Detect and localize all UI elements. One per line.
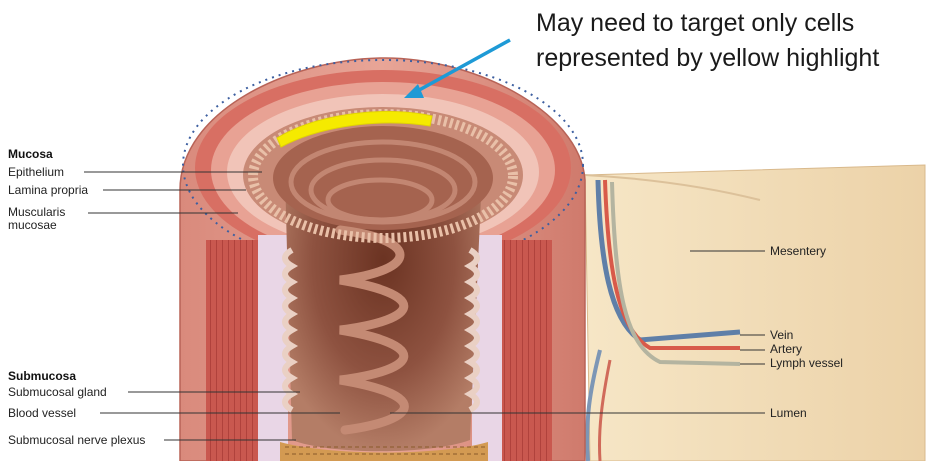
submucosa-header: Submucosa [8,369,76,383]
mucosa-header: Mucosa [8,147,53,161]
lumen-label: Lumen [770,407,807,420]
artery-label: Artery [770,343,802,356]
submucosa-left [258,235,288,461]
blood-vessel-label: Blood vessel [8,407,76,420]
callout-line-2: represented by yellow highlight [536,41,879,76]
callout-line-1: May need to target only cells [536,6,879,41]
mesentery-label: Mesentery [770,245,826,258]
mucosae-label: mucosae [8,219,57,232]
vein-label: Vein [770,329,793,342]
epithelium-label: Epithelium [8,166,64,179]
lymph-vessel-label: Lymph vessel [770,357,843,370]
muscle-band-right [500,240,552,461]
callout-text: May need to target only cells represente… [536,6,879,76]
muscle-band-left [206,240,258,461]
submucosal-nerve-plexus-label: Submucosal nerve plexus [8,434,145,447]
mesentery-sheet [585,165,925,461]
lamina-propria-label: Lamina propria [8,184,88,197]
submucosal-gland-label: Submucosal gland [8,386,107,399]
